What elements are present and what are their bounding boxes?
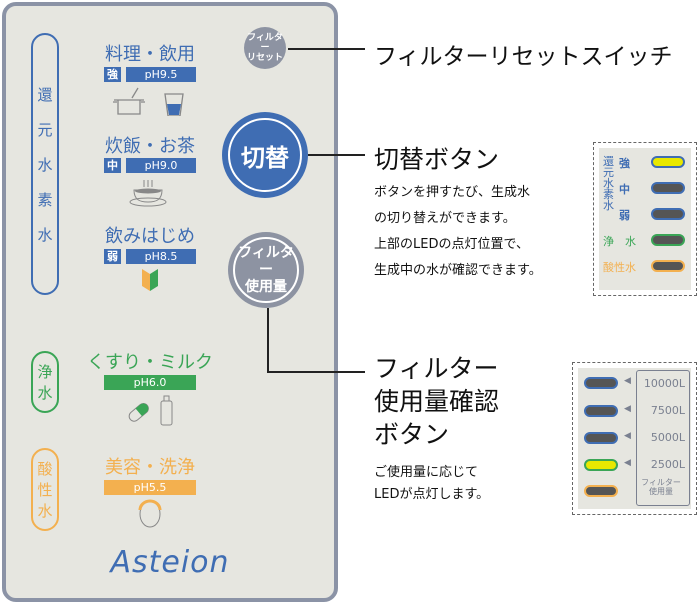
face-care-icon: [138, 499, 162, 528]
desc-line: の切り替えができます。: [374, 211, 516, 226]
led-2500l-lit: [584, 459, 618, 471]
level-badge: 強: [104, 67, 121, 82]
level-badge: 中: [104, 158, 121, 173]
level-badge: 弱: [104, 249, 121, 264]
ph-bar: pH9.5: [126, 67, 196, 82]
tea-cup-icon: [129, 180, 167, 207]
led-acidic: [651, 260, 685, 272]
title-line: フィルター: [374, 354, 499, 383]
led-label: 中: [619, 183, 630, 196]
usage-annotation-desc: ご使用量に応じて LEDが点灯します。: [374, 462, 489, 506]
beginner-mark-icon: [142, 269, 158, 291]
desc-line: ご使用量に応じて: [374, 465, 479, 480]
led-10000l: [584, 377, 618, 389]
leader-line: [308, 154, 365, 156]
usage-led-illustration: ◀ ◀ ◀ ◀ 10000L 7500L 5000L 2500L フィルター 使…: [572, 362, 697, 515]
ph-bar: pH8.5: [126, 249, 196, 264]
acidic-water-label: 酸 性 水: [31, 448, 59, 531]
caption-line: フィルター: [641, 478, 681, 487]
label-char: 水: [37, 155, 53, 174]
reduced-water-label: 還元水素水: [603, 155, 614, 212]
leader-line: [288, 48, 365, 50]
medicine-and-bottle-icon: [128, 395, 173, 426]
switch-annotation-title: 切替ボタン: [374, 145, 500, 174]
switch-button-ring: 切替: [228, 118, 302, 192]
label-char: 水: [37, 225, 53, 244]
usage-label: 2500L: [650, 458, 685, 471]
led-strong-lit: [651, 156, 685, 168]
button-label: リセット: [246, 53, 283, 63]
led-purified: [651, 234, 685, 246]
ph-bar: pH6.0: [104, 375, 196, 390]
led-label: 強: [619, 157, 630, 170]
led-bottom: [584, 485, 618, 497]
button-label: フィルター: [247, 33, 283, 53]
title-line: ボタン: [374, 420, 450, 449]
usage-button-ring: フィルター 使用量: [233, 237, 299, 303]
ph-bar: pH9.0: [126, 158, 196, 173]
led-5000l: [584, 432, 618, 444]
filter-reset-switch[interactable]: フィルター リセット: [244, 27, 286, 69]
usage-label: 5000L: [650, 431, 685, 444]
usage-label: 10000L: [643, 377, 685, 390]
led-label: 酸性水: [603, 261, 636, 274]
led-label: 弱: [619, 209, 630, 222]
mode-title: くすり・ミルク: [87, 352, 213, 373]
label-char: 素: [37, 190, 53, 209]
mode-led-illustration: 還元水素水 強 中 弱 浄 水 酸性水: [593, 142, 697, 296]
mode-title: 炊飯・お茶: [105, 136, 195, 157]
ph-bar: pH5.5: [104, 480, 196, 495]
leader-line: [267, 371, 365, 373]
title-line: 使用量確認: [374, 387, 500, 416]
filter-usage-button[interactable]: フィルター 使用量: [228, 232, 304, 308]
reset-annotation-title: フィルターリセットスイッチ: [374, 44, 673, 70]
desc-line: 生成中の水が確認できます。: [374, 263, 542, 278]
mode-title: 美容・洗浄: [105, 457, 195, 478]
led-weak: [651, 208, 685, 220]
desc-line: LEDが点灯します。: [374, 487, 490, 502]
label-char: 浄: [37, 363, 53, 381]
leader-line: [267, 308, 269, 373]
label-char: 水: [37, 384, 53, 402]
label-char: 水: [37, 502, 53, 520]
usage-label: 7500L: [650, 404, 685, 417]
label-char: 元: [37, 120, 53, 139]
switch-button[interactable]: 切替: [222, 112, 308, 198]
reduced-water-label: 還 元 水 素 水: [31, 33, 59, 295]
button-label: 切替: [241, 143, 289, 172]
button-label: フィルター: [238, 244, 294, 278]
usage-scale: 10000L 7500L 5000L 2500L フィルター 使用量: [636, 370, 690, 506]
switch-annotation-desc: ボタンを押すたび、生成水 の切り替えができます。 上部のLEDの点灯位置で、 生…: [374, 180, 542, 284]
brand-logo: Asteion: [110, 545, 230, 580]
led-medium: [651, 182, 685, 194]
led-7500l: [584, 405, 618, 417]
pot-and-glass-icon: [113, 87, 184, 116]
button-label: 使用量: [245, 278, 287, 295]
mode-title: 料理・飲用: [105, 44, 195, 65]
purified-water-label: 浄 水: [31, 351, 59, 413]
mode-title: 飲みはじめ: [105, 226, 195, 247]
desc-line: ボタンを押すたび、生成水: [374, 185, 531, 200]
caption-line: 使用量: [649, 487, 673, 496]
label-char: 性: [37, 481, 53, 499]
usage-annotation-title: フィルター 使用量確認 ボタン: [374, 352, 499, 451]
label-char: 還: [37, 85, 53, 104]
desc-line: 上部のLEDの点灯位置で、: [374, 237, 529, 252]
usage-caption: フィルター 使用量: [637, 478, 685, 496]
led-label: 浄 水: [603, 235, 636, 248]
label-char: 酸: [37, 460, 53, 478]
